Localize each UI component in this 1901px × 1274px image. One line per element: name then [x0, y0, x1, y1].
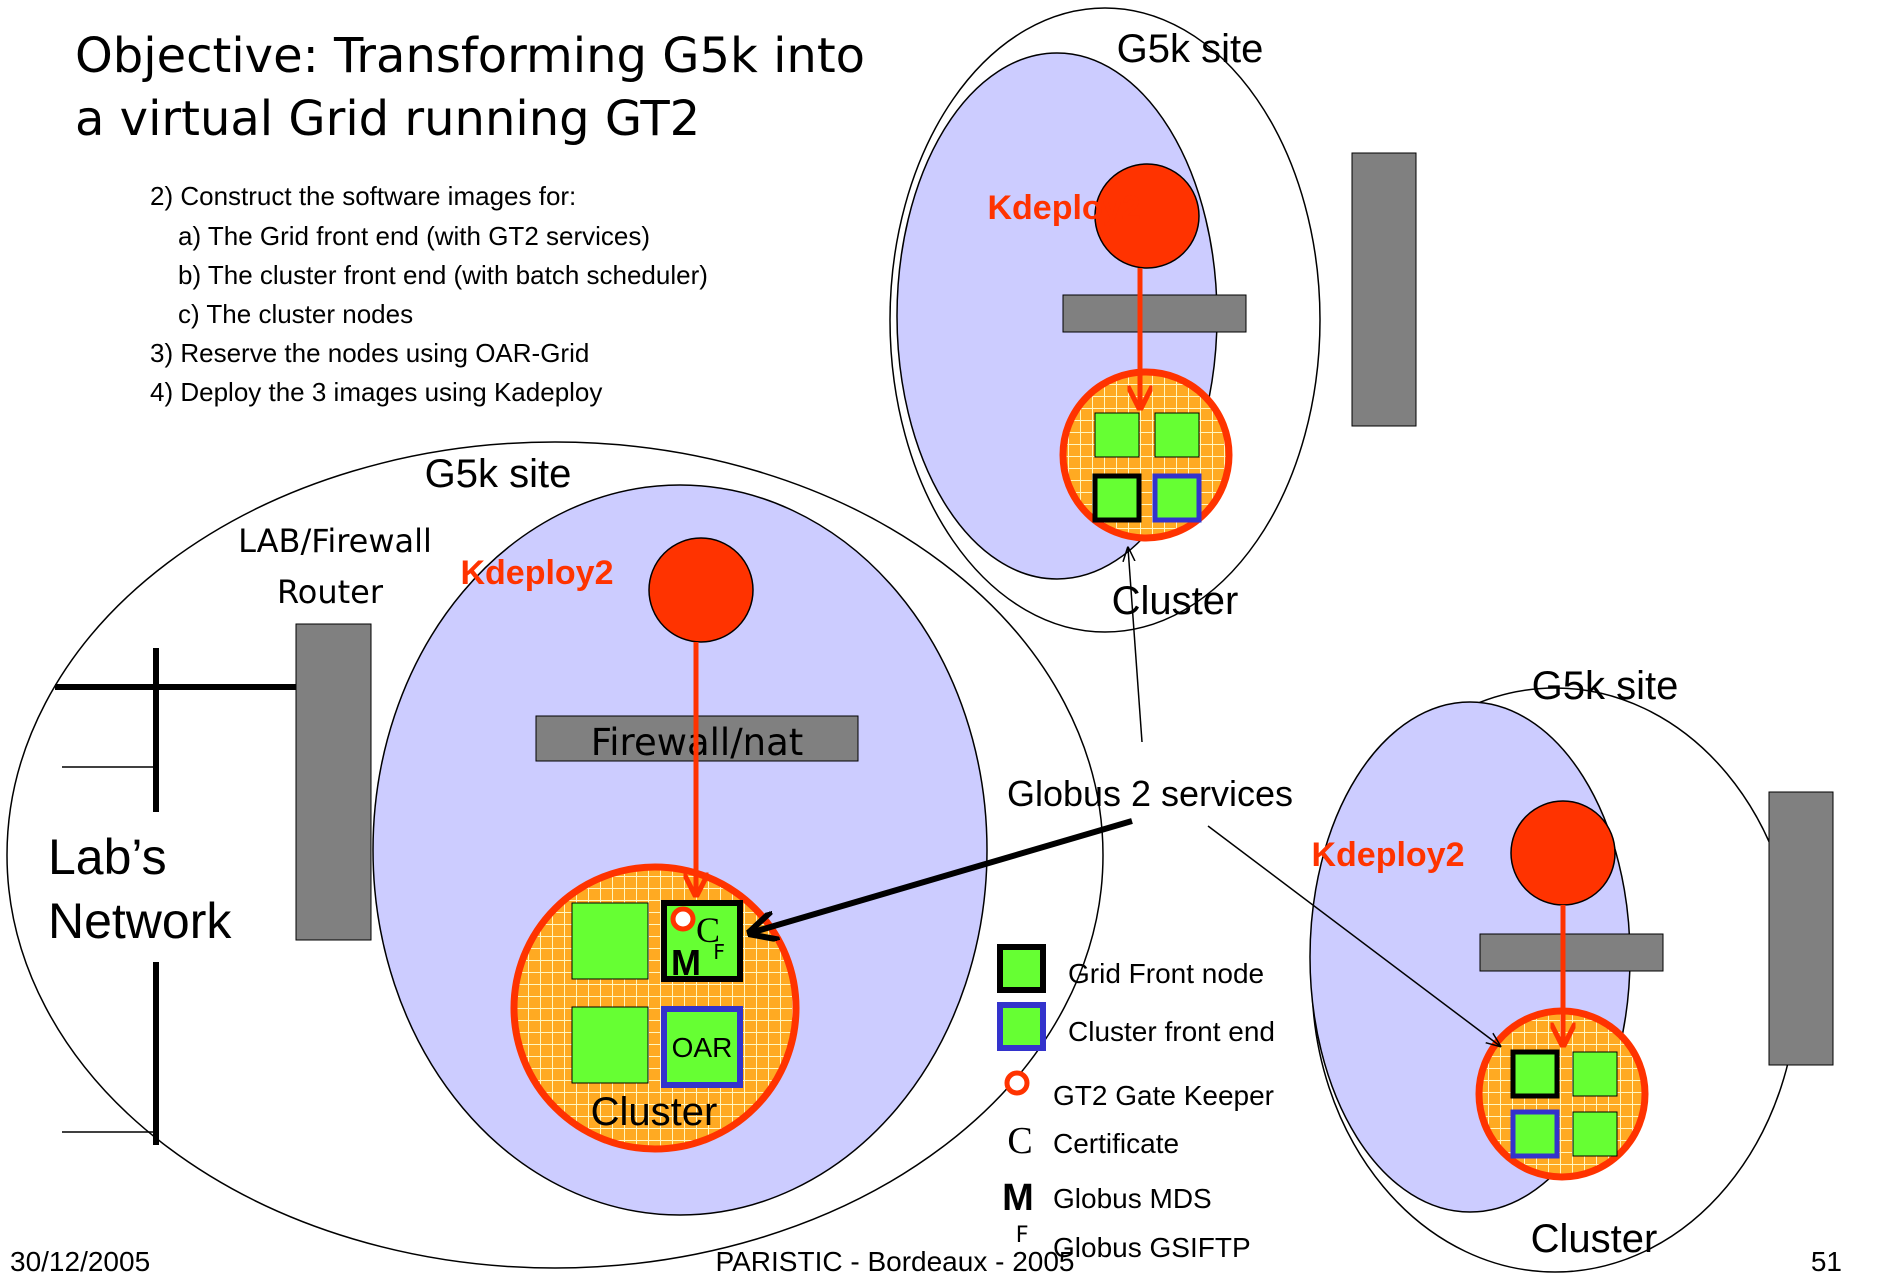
step-2b: b) The cluster front end (with batch sch… — [178, 260, 708, 290]
oar-label: OAR — [672, 1032, 733, 1063]
step-2a: a) The Grid front end (with GT2 services… — [178, 221, 650, 251]
lab-network: Lab’s Network — [48, 648, 296, 1145]
grid-front-node — [1092, 473, 1142, 523]
mds-glyph: M — [671, 942, 701, 983]
gsiftp-glyph: F — [713, 940, 725, 964]
legend-globus-mds-label: Globus MDS — [1053, 1183, 1212, 1214]
site-bottom-right: G5k site Kdeploy2 Cluster — [1309, 664, 1834, 1273]
site-label: G5k site — [425, 452, 572, 496]
kdeploy-label: Kdeploy2 — [987, 189, 1140, 227]
legend: Grid Front node Cluster front end GT2 Ga… — [997, 944, 1275, 1263]
kdeploy-server — [648, 537, 754, 643]
certificate-glyph: C — [696, 910, 720, 950]
cluster-node — [1094, 412, 1140, 458]
kdeploy-server — [1510, 800, 1616, 906]
cluster-label: Cluster — [591, 1090, 718, 1134]
gt2-gate-keeper-icon — [670, 906, 696, 932]
legend-gt2-gate-keeper-label: GT2 Gate Keeper — [1053, 1080, 1274, 1111]
cluster-node — [1154, 412, 1200, 458]
legend-grid-front-node-swatch — [997, 944, 1046, 993]
legend-cluster-front-end-label: Cluster front end — [1068, 1016, 1275, 1047]
callout-arrow-bottom-site — [1207, 825, 1500, 1046]
site-label: G5k site — [1117, 27, 1264, 71]
firewall-bar — [1479, 933, 1664, 972]
kdeploy-label: Kdeploy2 — [1311, 836, 1464, 874]
cluster — [1059, 368, 1233, 542]
legend-globus-gsiftp-icon: F — [1015, 1223, 1028, 1248]
network-label-line2: Network — [48, 893, 232, 949]
cluster-front-end-node — [661, 1006, 743, 1088]
callout-arrow-top-site — [1128, 548, 1143, 743]
step-3: 3) Reserve the nodes using OAR-Grid — [150, 338, 589, 368]
router-bar — [1768, 791, 1834, 1066]
legend-globus-mds-icon: M — [1002, 1177, 1034, 1219]
firewall-bar — [1062, 294, 1247, 333]
router-label-line1: LAB/Firewall — [238, 522, 432, 560]
legend-certificate-icon: C — [1007, 1120, 1032, 1162]
slide-title-line2: a virtual Grid running GT2 — [75, 91, 700, 147]
grid-front-node — [1510, 1049, 1560, 1099]
cluster-node — [571, 902, 649, 980]
cluster-node — [1572, 1111, 1618, 1157]
legend-grid-front-node-label: Grid Front node — [1068, 958, 1264, 989]
slide-title-line1: Objective: Transforming G5k into — [75, 28, 865, 84]
kdeploy-server — [1094, 163, 1200, 269]
router-bar — [1351, 152, 1417, 427]
cluster-label: Cluster — [1531, 1217, 1658, 1261]
site-label: G5k site — [1532, 664, 1679, 708]
cluster-front-end-node — [1510, 1109, 1560, 1159]
footer-page-number: 51 — [1811, 1246, 1842, 1274]
site-main: G5k site LAB/Firewall Router Firewall/na… — [6, 441, 1104, 1269]
legend-gt2-gate-keeper-icon — [1004, 1070, 1030, 1096]
footer-center: PARISTIC - Bordeaux - 2005 — [716, 1246, 1075, 1274]
step-2c: c) The cluster nodes — [178, 299, 413, 329]
legend-certificate-label: Certificate — [1053, 1128, 1179, 1159]
router-bar — [295, 623, 372, 941]
cluster-node — [571, 1006, 649, 1084]
callout-arrow-main-site — [750, 818, 1133, 933]
globus-services-label: Globus 2 services — [1007, 773, 1293, 814]
cluster-node — [1572, 1051, 1618, 1097]
router-label-line2: Router — [277, 573, 384, 611]
footer-date: 30/12/2005 — [10, 1246, 150, 1274]
step-4: 4) Deploy the 3 images using Kadeploy — [150, 377, 602, 407]
site-top-right: G5k site Kdeploy2 Cluster — [889, 7, 1417, 633]
legend-cluster-front-end-swatch — [997, 1002, 1046, 1051]
network-label-line1: Lab’s — [48, 829, 167, 885]
cluster-front-end-node — [1152, 473, 1202, 523]
kdeploy-label: Kdeploy2 — [460, 554, 613, 592]
step-2: 2) Construct the software images for: — [150, 181, 576, 211]
legend-globus-gsiftp-label: Globus GSIFTP — [1053, 1232, 1251, 1263]
